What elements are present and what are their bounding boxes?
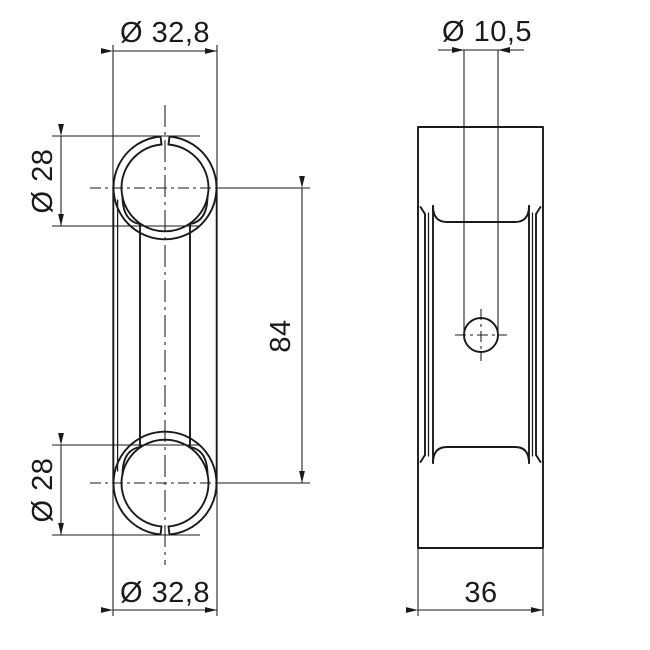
dim-side-hole-diameter: Ø 10,5 (438, 16, 532, 340)
dim-label-side-width: 36 (464, 577, 497, 609)
dim-front-bottom-diameter: Ø 32,8 (101, 481, 218, 616)
side-groove-upper (419, 206, 542, 463)
dim-label-front-top-diameter: Ø 32,8 (120, 17, 210, 49)
front-view (90, 105, 300, 565)
side-view (417, 126, 544, 549)
side-inner-pocket (432, 205, 530, 464)
dim-label-front-lower-bore: Ø 28 (27, 458, 59, 523)
dim-front-lower-bore: Ø 28 (27, 433, 200, 536)
dim-side-width: 36 (406, 548, 544, 616)
dim-centre-distance: 84 (218, 176, 310, 484)
dim-front-upper-bore: Ø 28 (27, 124, 200, 227)
front-shank-walls (112, 189, 218, 482)
dim-label-front-upper-bore: Ø 28 (27, 149, 59, 214)
dim-label-side-hole-diameter: Ø 10,5 (442, 16, 532, 48)
dim-label-front-bottom-diameter: Ø 32,8 (120, 577, 210, 609)
dim-front-top-diameter: Ø 32,8 (101, 17, 218, 190)
dim-label-centre-distance: 84 (265, 319, 297, 352)
